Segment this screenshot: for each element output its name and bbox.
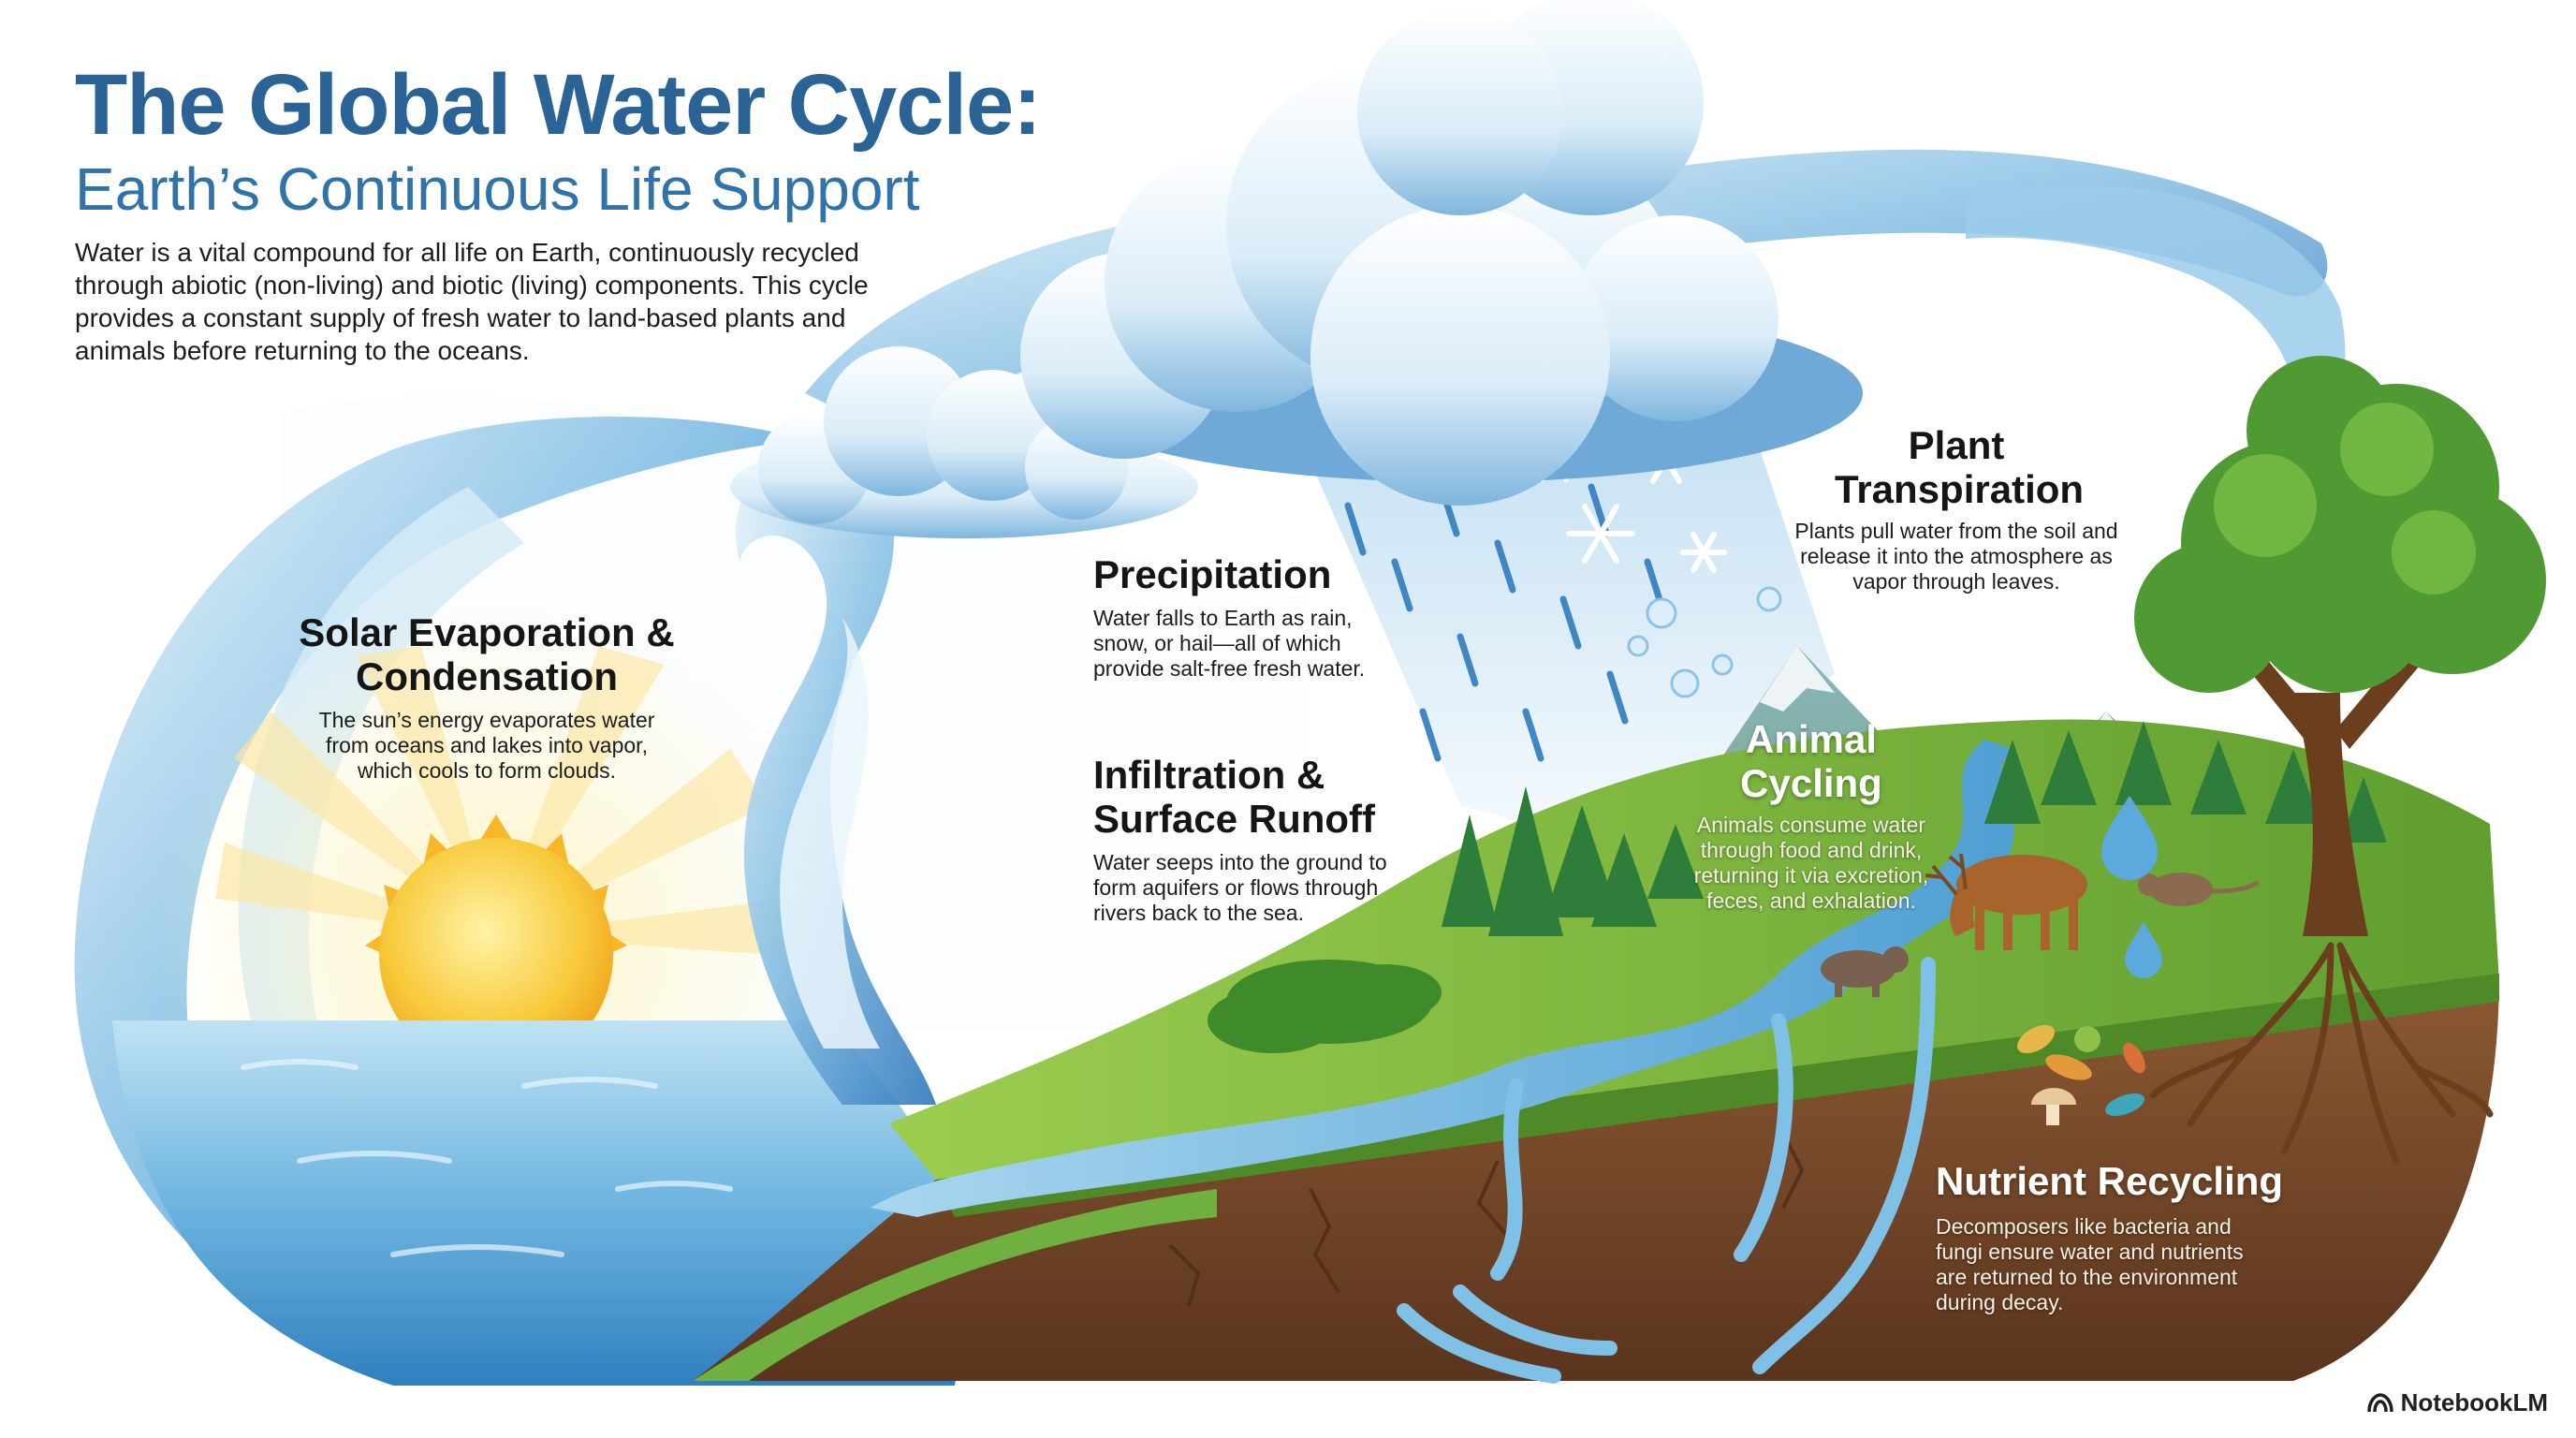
section-transpiration: Plant Transpiration Plants pull water fr… [1778,423,2134,594]
section-heading: Precipitation [1093,552,1332,596]
section-body: Decomposers like bacteria and fungi ensu… [1936,1214,2244,1314]
section-heading: Nutrient Recycling [1936,1159,2284,1203]
section-heading: Plant Transpiration [1835,423,2085,511]
section-heading: Infiltration & Surface Runoff [1093,753,1376,841]
branding-label: NotebookLM [2400,1388,2548,1416]
notebooklm-branding: NotebookLM [2366,1388,2548,1417]
section-body: Water seeps into the ground to form aqui… [1093,850,1387,925]
section-infiltration: Infiltration & Surface Runoff Water seep… [1093,753,1402,926]
section-body: Plants pull water from the soil and rele… [1794,519,2118,594]
main-cloud [1020,0,1863,506]
water-drop-icon [2101,796,2162,978]
section-nutrient: Nutrient Recycling Decomposers like bact… [1936,1159,2310,1315]
deer-icon [1925,853,2087,950]
section-body: Animals consume water through food and d… [1693,813,1929,913]
sun-icon [365,814,627,1072]
section-heading: Solar Evaporation & Condensation [299,610,675,698]
section-precipitation: Precipitation Water falls to Earth as ra… [1093,552,1383,682]
rodent-icon [2138,873,2260,906]
notebooklm-logo-icon [2366,1392,2393,1412]
section-animal: Animal Cycling Animals consume water thr… [1690,717,1933,914]
section-heading: Animal Cycling [1740,717,1882,805]
page-subtitle: Earth’s Continuous Life Support [75,155,920,223]
page-title: The Global Water Cycle: [75,57,1042,153]
section-evaporation: Solar Evaporation & Condensation The sun… [281,610,693,784]
intro-paragraph: Water is a vital compound for all life o… [75,238,869,365]
section-body: Water falls to Earth as rain, snow, or h… [1093,606,1366,681]
section-body: The sun’s energy evaporates water from o… [318,708,655,783]
decomposer-icon [2017,1024,2145,1125]
small-cloud [730,346,1198,538]
animal-icon [1821,946,1909,997]
tree-icon [2134,356,2546,936]
